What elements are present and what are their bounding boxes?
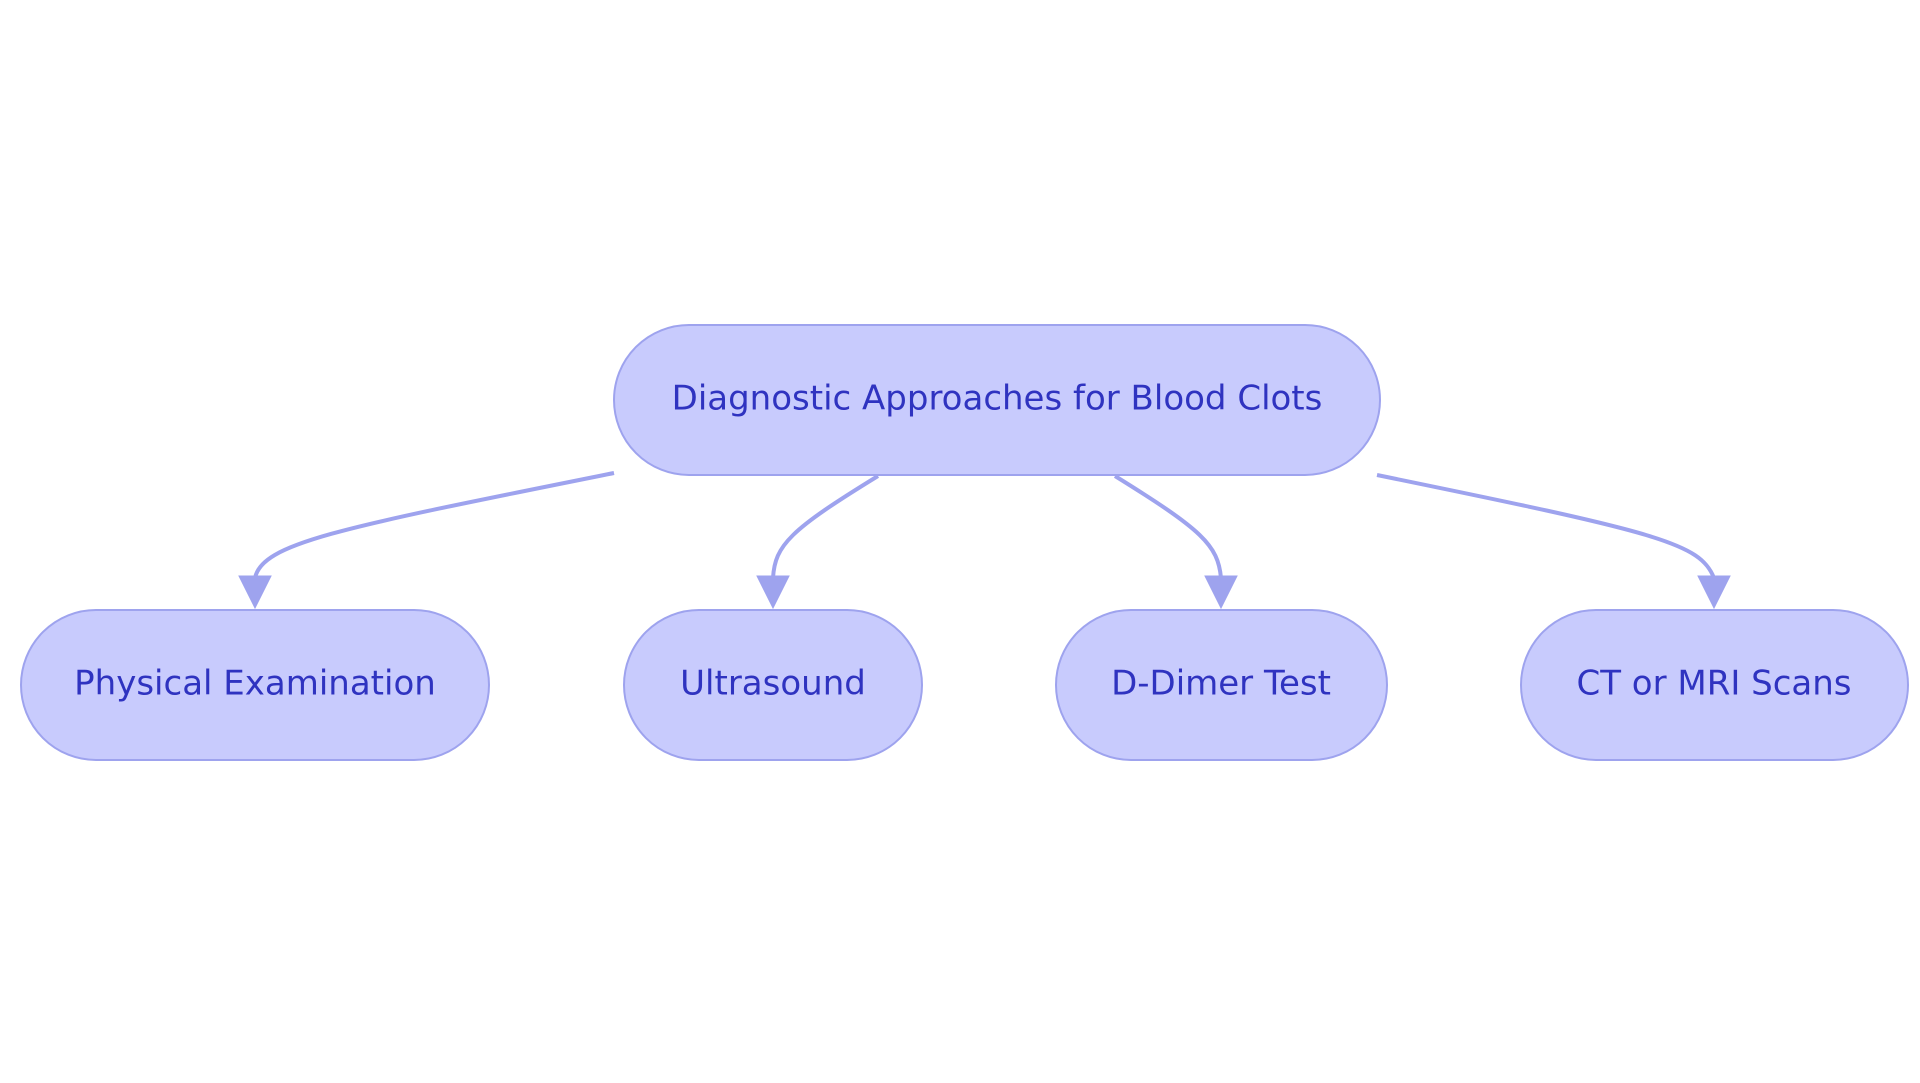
- edge-root-to-d-dimer-test: [1113, 474, 1223, 579]
- edge-root-to-physical-examination: [253, 471, 615, 579]
- arrowhead-ultrasound: [756, 575, 790, 610]
- child-node-label: D-Dimer Test: [1111, 664, 1331, 704]
- arrowhead-d-dimer-test: [1204, 575, 1238, 610]
- child-node-physical-examination[interactable]: Physical Examination: [20, 609, 490, 761]
- child-node-shape: [623, 609, 923, 761]
- arrowhead-ct-or-mri-scans: [1697, 575, 1731, 610]
- root-node-shape: [613, 324, 1381, 476]
- child-node-shape: [1055, 609, 1388, 761]
- root-node-label: Diagnostic Approaches for Blood Clots: [672, 379, 1323, 419]
- edges: [238, 471, 1731, 610]
- child-node-d-dimer-test[interactable]: D-Dimer Test: [1055, 609, 1388, 761]
- child-node-shape: [1520, 609, 1909, 761]
- edge-root-to-ultrasound: [771, 474, 880, 579]
- child-node-label: Physical Examination: [74, 664, 436, 704]
- child-node-label: Ultrasound: [680, 664, 866, 704]
- child-node-ultrasound[interactable]: Ultrasound: [623, 609, 923, 761]
- child-node-ct-or-mri-scans[interactable]: CT or MRI Scans: [1520, 609, 1909, 761]
- arrowhead-physical-examination: [238, 575, 272, 610]
- child-node-shape: [20, 609, 490, 761]
- edge-root-to-ct-or-mri-scans: [1376, 473, 1716, 579]
- root-node[interactable]: Diagnostic Approaches for Blood Clots: [613, 324, 1381, 476]
- child-node-label: CT or MRI Scans: [1576, 664, 1851, 704]
